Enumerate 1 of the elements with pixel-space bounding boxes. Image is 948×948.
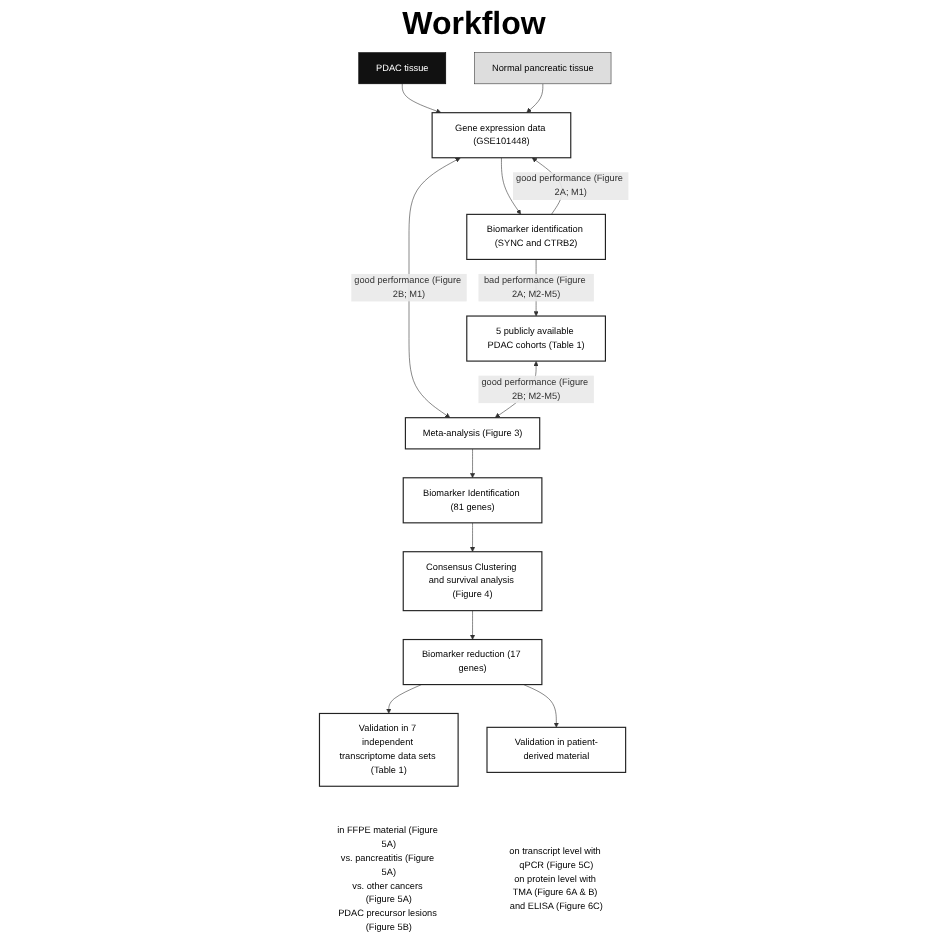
title: Workflow — [402, 8, 546, 44]
